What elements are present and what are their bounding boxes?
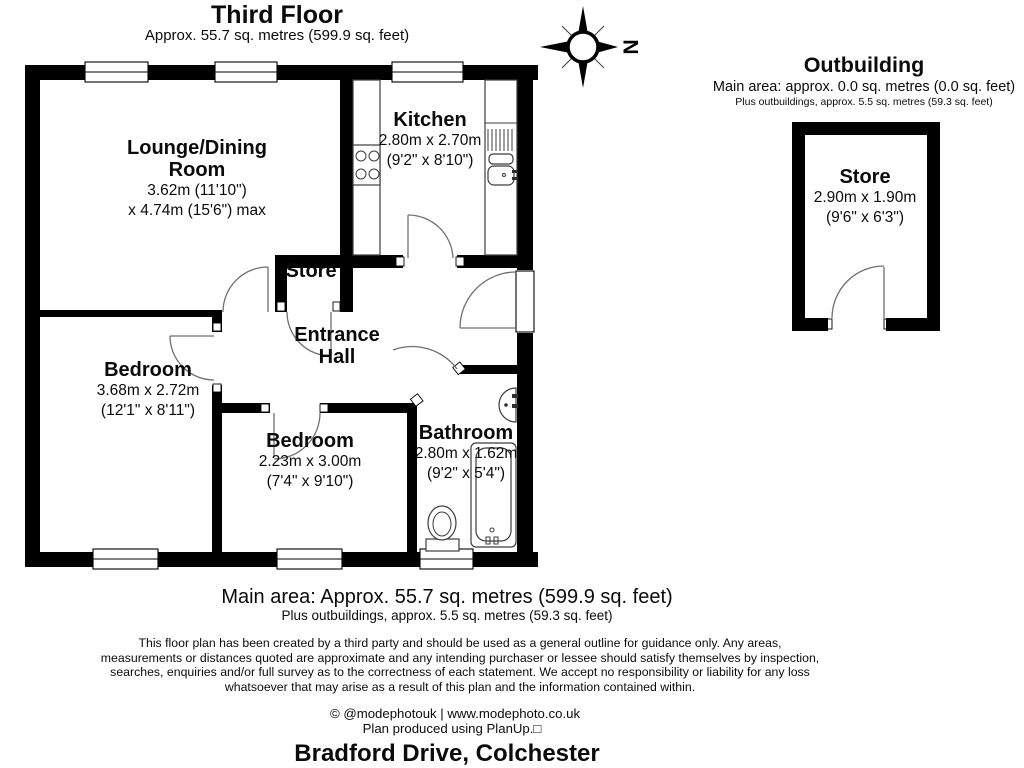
main-area-summary: Main area: Approx. 55.7 sq. metres (599.… xyxy=(221,586,673,608)
produced-line: Plan produced using PlanUp.□ xyxy=(362,721,542,736)
disclaimer-line-2: measurements or distances quoted are app… xyxy=(100,651,820,665)
toilet xyxy=(427,505,457,541)
outbuilding-subtitle: Main area: approx. 0.0 sq. metres (0.0 s… xyxy=(712,79,1016,95)
disclaimer-line-1: This floor plan has been created by a th… xyxy=(138,636,782,650)
kitchen-sink-bowl xyxy=(487,165,515,186)
room-label-bathroom: Bathroom 2.80m x 1.62m (9'2" x 5'4") xyxy=(414,422,518,482)
compass-rose: N xyxy=(540,6,642,88)
front-door-frame xyxy=(515,270,535,333)
bathroom-fixtures xyxy=(425,387,518,552)
room-label-bedroom2: Bedroom 2.23m x 3.00m (7'4" x 9'10") xyxy=(258,430,362,490)
room-label-entrance-hall: Entrance Hall xyxy=(294,324,380,368)
north-label: N xyxy=(619,39,642,54)
disclaimer-line-4: whatsoever that may arise as a result of… xyxy=(224,680,696,694)
room-label-bedroom1: Bedroom 3.68m x 2.72m (12'1" x 8'11") xyxy=(96,359,200,419)
outbuilding-subtitle2: Plus outbuildings, approx. 5.5 sq. metre… xyxy=(735,96,993,108)
kitchen-fixtures xyxy=(352,79,518,256)
west-point xyxy=(540,41,570,53)
copyright-line: © @modephotouk | www.modephoto.co.uk xyxy=(329,706,581,721)
disclaimer-line-3: searches, enquiries and/or full survey a… xyxy=(110,665,810,679)
room-label-lounge-dining: Lounge/Dining Room 3.62m (11'10") x 4.74… xyxy=(127,137,267,219)
address-title: Bradford Drive, Colchester xyxy=(294,740,600,767)
toilet-cistern xyxy=(425,538,460,552)
outbuilding-title: Outbuilding xyxy=(803,53,925,77)
kitchen-sink-top xyxy=(488,153,514,165)
room-label-kitchen: Kitchen 2.80m x 2.70m (9'2" x 8'10") xyxy=(378,109,482,169)
east-point xyxy=(596,41,618,53)
room-label-outbuilding-store: Store 2.90m x 1.90m (9'6" x 6'3") xyxy=(813,166,917,226)
door-swings xyxy=(169,214,885,460)
bathroom-door xyxy=(392,345,458,370)
floor-subtitle: Approx. 55.7 sq. metres (599.9 sq. feet) xyxy=(144,27,410,44)
plus-outbuildings-summary: Plus outbuildings, approx. 5.5 sq. metre… xyxy=(281,608,613,623)
room-label-store: Store xyxy=(285,260,337,282)
draining-board xyxy=(487,129,513,151)
floor-title: Third Floor xyxy=(211,1,343,29)
outbuilding-walls xyxy=(792,122,940,331)
windows xyxy=(84,61,474,570)
